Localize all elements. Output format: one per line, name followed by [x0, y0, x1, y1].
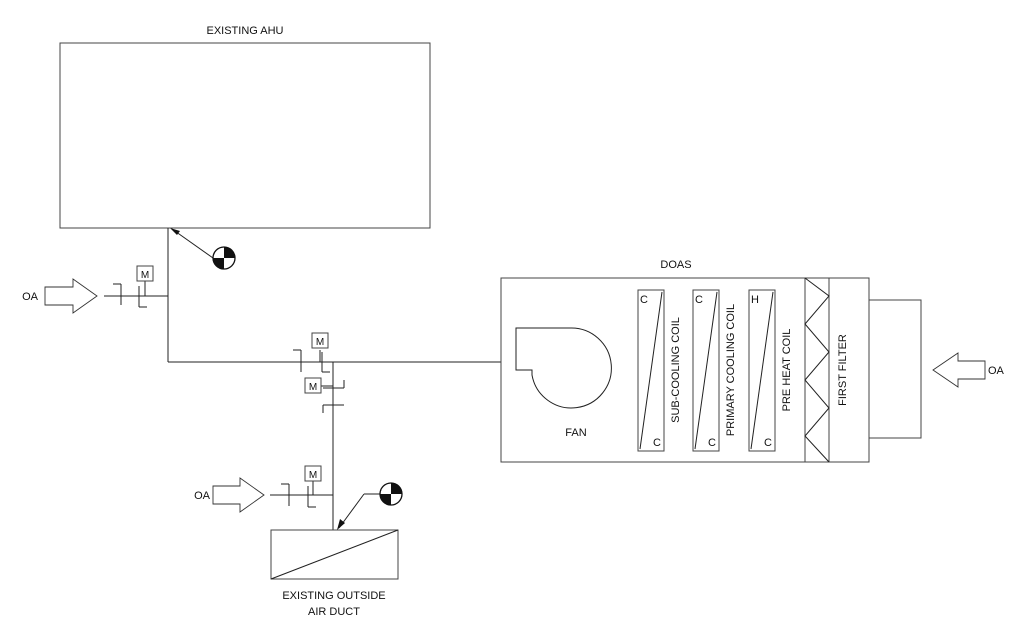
motor-label-3: M	[309, 382, 317, 393]
sub-cooling-coil: C C SUB-COOLING COIL	[637, 289, 682, 452]
primary-cooling-coil: C C PRIMARY COOLING COIL	[692, 289, 737, 452]
sub-cooling-coil-label: SUB-COOLING COIL	[670, 317, 682, 423]
fan-label: FAN	[565, 427, 586, 439]
motor-label-4: M	[309, 470, 317, 481]
first-filter: FIRST FILTER	[804, 277, 849, 463]
damper-main: M	[293, 332, 330, 373]
oa-arrow-top-left: OA	[22, 278, 98, 314]
oa-arrow-right: OA	[932, 352, 1005, 388]
sub-cooling-top-c: C	[640, 294, 648, 306]
existing-ahu: EXISTING AHU	[59, 25, 431, 229]
motor-label-2: M	[316, 337, 324, 348]
ahu-sensor	[170, 228, 236, 270]
duct-sensor	[337, 482, 403, 530]
pre-heat-bottom-c: C	[764, 437, 772, 449]
pre-heat-top-h: H	[751, 294, 759, 306]
oa-label-right: OA	[988, 365, 1005, 377]
damper-vertical: M	[304, 377, 345, 413]
first-filter-label: FIRST FILTER	[837, 334, 849, 406]
duct-label-line1: EXISTING OUTSIDE	[282, 590, 385, 602]
existing-outside-air-duct: EXISTING OUTSIDE AIR DUCT	[270, 529, 399, 618]
doas-label: DOAS	[660, 259, 691, 271]
oa-arrow-bottom-left: OA	[194, 477, 265, 513]
primary-cooling-top-c: C	[695, 294, 703, 306]
damper-oa-top: M	[113, 265, 154, 308]
fan: FAN	[515, 327, 612, 439]
duct-lines	[104, 228, 501, 530]
oa-label-top-left: OA	[22, 291, 39, 303]
pre-heat-coil-label: PRE HEAT COIL	[781, 329, 793, 412]
sub-cooling-bottom-c: C	[653, 437, 661, 449]
motor-label-1: M	[141, 270, 149, 281]
existing-ahu-label: EXISTING AHU	[206, 25, 283, 37]
oa-label-bottom-left: OA	[194, 490, 211, 502]
duct-label-line2: AIR DUCT	[308, 606, 360, 618]
primary-cooling-bottom-c: C	[708, 437, 716, 449]
primary-cooling-coil-label: PRIMARY COOLING COIL	[725, 304, 737, 436]
damper-oa-bottom: M	[281, 465, 322, 508]
pre-heat-coil: H C PRE HEAT COIL	[748, 289, 793, 452]
